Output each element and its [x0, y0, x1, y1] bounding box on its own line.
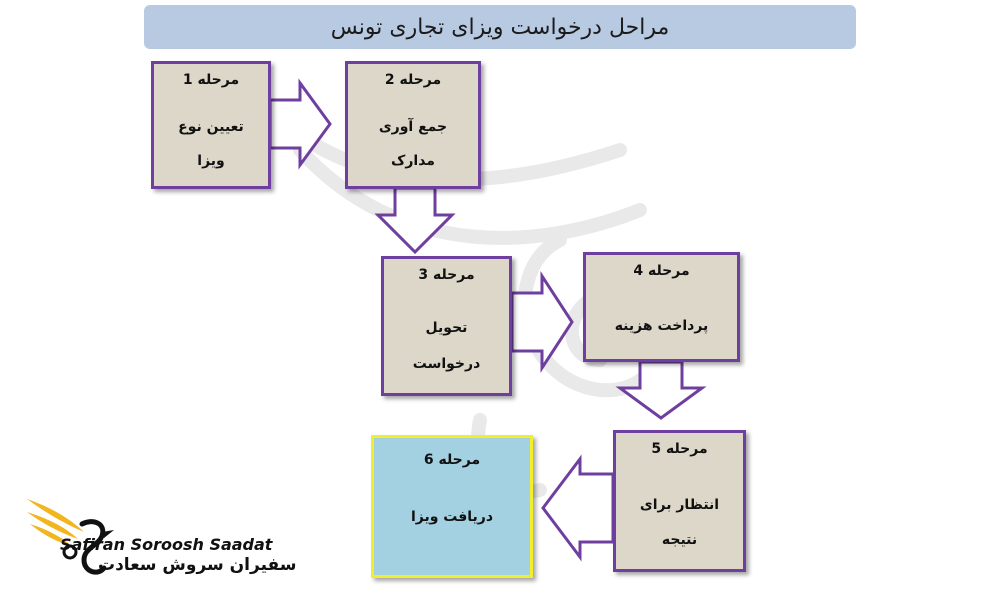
step-4-number: مرحله 4 [633, 263, 690, 279]
step-3-name-line1: تحویل [425, 320, 468, 336]
step-1-name-line2: ویزا [197, 153, 225, 169]
step-6-name-line1: دریافت ویزا [410, 509, 494, 525]
step-6-number: مرحله 6 [423, 452, 481, 468]
step-3-box: مرحله 3 تحویل درخواست [381, 256, 512, 396]
arrow-3-to-4 [510, 270, 574, 374]
step-2-box: مرحله 2 جمع آوری مدارک [345, 61, 481, 189]
step-1-box: مرحله 1 تعیین نوع ویزا [151, 61, 271, 189]
step-3-name-line2: درخواست [412, 356, 481, 372]
arrow-4-to-5 [615, 360, 707, 420]
step-3-number: مرحله 3 [418, 267, 475, 283]
step-5-box: مرحله 5 انتظار برای نتیجه [613, 430, 746, 572]
step-4-box: مرحله 4 پرداخت هزینه [583, 252, 740, 362]
arrow-2-to-3 [374, 186, 456, 255]
arrow-1-to-2 [268, 78, 332, 170]
logo-persian-text: سفیران سروش سعادت [98, 555, 297, 575]
step-1-name-line1: تعیین نوع [178, 119, 244, 135]
step-2-name-line1: جمع آوری [378, 119, 448, 135]
bird-logo-icon [27, 499, 114, 575]
step-4-name-line1: پرداخت هزینه [614, 318, 709, 334]
step-1-number: مرحله 1 [182, 72, 240, 88]
step-5-number: مرحله 5 [651, 441, 708, 457]
diagram-title: مراحل درخواست ویزای تجاری تونس [144, 5, 856, 49]
step-2-name-line2: مدارک [391, 153, 435, 169]
arrow-5-to-6 [541, 454, 615, 562]
step-2-number: مرحله 2 [384, 72, 442, 88]
logo-english-text: Safiran Soroosh Saadat [60, 535, 273, 554]
step-6-box: مرحله 6 دریافت ویزا [371, 435, 533, 578]
step-5-name-line2: نتیجه [661, 532, 698, 548]
step-5-name-line1: انتظار برای [639, 497, 720, 513]
